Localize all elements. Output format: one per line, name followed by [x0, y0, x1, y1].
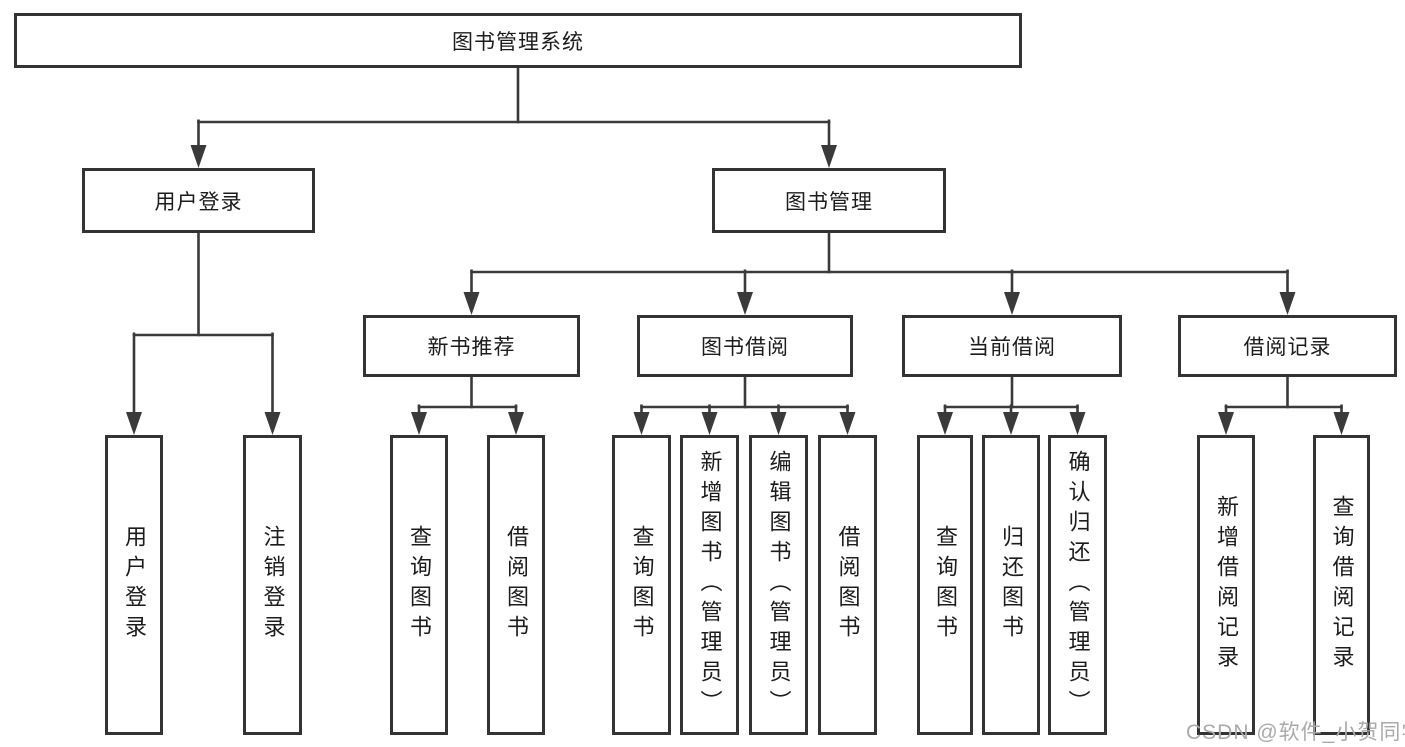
node-label: 图书管理系统 — [452, 30, 584, 54]
leaf-label: 借阅图书 — [835, 525, 861, 645]
leaf-query-borrow-record: 查询借阅记录 — [1313, 435, 1370, 735]
leaf-label: 确认归还（管理员） — [1065, 450, 1091, 720]
node-root-system: 图书管理系统 — [14, 13, 1022, 68]
node-borrow-records: 借阅记录 — [1178, 315, 1397, 377]
leaf-return-books: 归还图书 — [982, 435, 1040, 735]
node-label: 当前借阅 — [968, 336, 1056, 359]
leaf-add-books-admin: 新增图书（管理员） — [680, 435, 739, 735]
node-book-borrow: 图书借阅 — [637, 315, 853, 377]
leaf-label: 查询图书 — [629, 525, 655, 645]
leaf-label: 借阅图书 — [504, 525, 529, 645]
leaf-label: 新增借阅记录 — [1214, 495, 1239, 675]
node-label: 新书推荐 — [427, 336, 516, 359]
node-label: 借阅记录 — [1243, 336, 1332, 359]
node-current-borrow: 当前借阅 — [902, 315, 1122, 377]
leaf-borrow-books-recommend: 借阅图书 — [487, 435, 545, 735]
leaf-borrow-books: 借阅图书 — [818, 435, 877, 735]
leaf-label: 用户登录 — [122, 525, 147, 645]
leaf-confirm-return-admin: 确认归还（管理员） — [1048, 435, 1107, 735]
leaf-label: 查询图书 — [933, 525, 958, 645]
csdn-watermark: CSDN @软件_小贺同学 — [1186, 721, 1405, 744]
node-book-management: 图书管理 — [712, 168, 946, 233]
leaf-label: 查询图书 — [407, 525, 432, 645]
leaf-add-borrow-record: 新增借阅记录 — [1197, 435, 1255, 735]
leaf-query-books-current: 查询图书 — [917, 435, 973, 735]
node-label: 图书管理 — [785, 190, 873, 214]
leaf-query-books-borrow: 查询图书 — [612, 435, 671, 735]
leaf-label: 查询借阅记录 — [1329, 495, 1355, 675]
node-user-login: 用户登录 — [82, 168, 315, 233]
node-label: 用户登录 — [154, 190, 243, 214]
node-label: 图书借阅 — [701, 336, 789, 359]
leaf-label: 编辑图书（管理员） — [766, 450, 792, 720]
leaf-label: 注销登录 — [260, 525, 286, 645]
leaf-label: 新增图书（管理员） — [697, 450, 723, 720]
leaf-logout: 注销登录 — [243, 435, 302, 735]
leaf-query-books-recommend: 查询图书 — [390, 435, 448, 735]
node-new-book-recommend: 新书推荐 — [363, 315, 580, 377]
leaf-user-login: 用户登录 — [105, 435, 163, 735]
leaf-edit-books-admin: 编辑图书（管理员） — [749, 435, 808, 735]
leaf-label: 归还图书 — [999, 525, 1024, 645]
